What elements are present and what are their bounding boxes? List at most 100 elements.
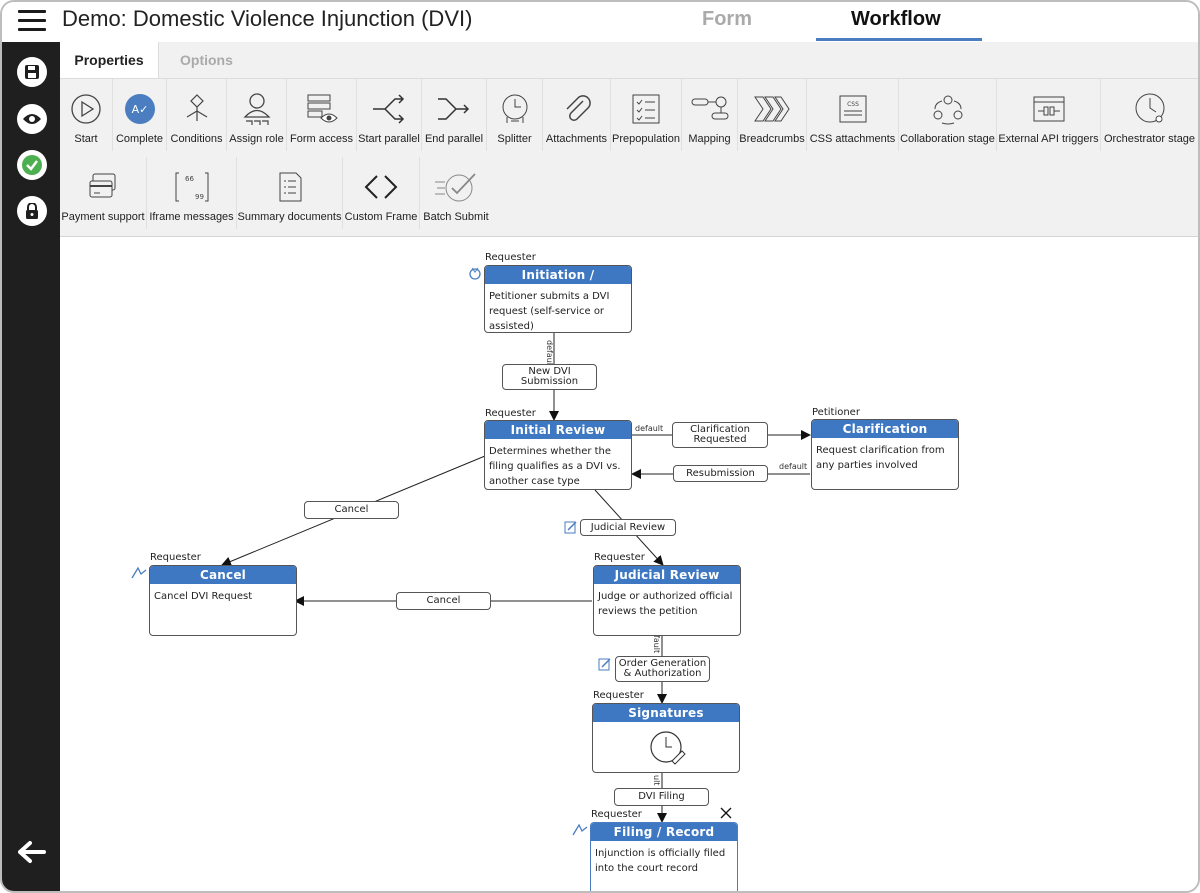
svg-text:66: 66	[185, 175, 194, 183]
tool-mapping[interactable]: Mapping	[682, 79, 738, 151]
panel-tabs: Properties Options	[60, 42, 1198, 79]
tool-complete[interactable]: A✓ Complete	[113, 79, 167, 151]
tool-orchestrator-stage[interactable]: Orchestrator stage	[1101, 79, 1198, 151]
edge-label-dvi-filing[interactable]: DVI Filing	[614, 788, 709, 806]
workflow-node-judicial-review[interactable]: Judicial Review Judge or authorized offi…	[593, 565, 741, 636]
tool-custom-frame[interactable]: Custom Frame	[343, 157, 420, 229]
workflow-node-cancel[interactable]: Cancel Cancel DVI Request	[149, 565, 297, 636]
workflow-node-signatures[interactable]: Signatures	[592, 703, 740, 773]
edge-tag-default: default	[635, 424, 664, 433]
tool-orchestrator-stage-label: Orchestrator stage	[1103, 133, 1196, 145]
orchestrator-icon	[1135, 93, 1164, 123]
edge-label-resubmission[interactable]: Resubmission	[673, 465, 768, 482]
tool-start[interactable]: Start	[60, 79, 113, 151]
node-description: Injunction is officially filed into the …	[595, 848, 726, 874]
close-icon[interactable]	[719, 806, 733, 820]
tool-summary-documents-label: Summary documents	[237, 211, 342, 223]
tool-form-access-label: Form access	[290, 133, 353, 145]
lock-icon[interactable]	[17, 196, 47, 226]
edge-label-clarification-requested[interactable]: Clarification Requested	[672, 422, 768, 448]
tool-conditions-label: Conditions	[170, 133, 223, 145]
tool-splitter-label: Splitter	[497, 133, 532, 145]
tool-external-api-triggers[interactable]: External API triggers	[997, 79, 1101, 151]
tool-assign-role[interactable]: Assign role	[227, 79, 287, 151]
credit-card-icon	[89, 173, 116, 198]
paperclip-icon	[565, 95, 591, 121]
edge-label-new-dvi-submission[interactable]: New DVI Submission	[502, 364, 597, 390]
node-description: Request clarification from any parties i…	[816, 445, 945, 471]
tool-end-parallel[interactable]: End parallel	[422, 79, 487, 151]
code-brackets-icon	[364, 175, 398, 199]
tool-complete-label: Complete	[115, 133, 164, 145]
tab-workflow[interactable]: Workflow	[851, 8, 941, 30]
tool-external-api-triggers-label: External API triggers	[998, 133, 1099, 145]
conditions-icon	[186, 94, 207, 121]
edge-label-order-generation[interactable]: Order Generation & Authorization	[615, 656, 710, 682]
node-description: Determines whether the filing qualifies …	[489, 446, 621, 487]
workflow-node-initial-review[interactable]: Initial Review Determines whether the fi…	[484, 420, 632, 490]
workflow-node-filing[interactable]: Filing / Record Finalization Injunction …	[590, 822, 738, 891]
tool-custom-frame-label: Custom Frame	[344, 211, 418, 223]
edge-label-cancel[interactable]: Cancel	[304, 501, 399, 519]
left-rail	[2, 42, 60, 891]
tool-breadcrumbs-label: Breadcrumbs	[739, 133, 805, 145]
api-icon	[1033, 96, 1064, 122]
eye-icon[interactable]	[17, 104, 47, 134]
check-icon[interactable]	[17, 150, 47, 180]
page-title: Demo: Domestic Violence Injunction (DVI)	[62, 6, 473, 31]
batch-submit-icon	[435, 173, 476, 202]
tab-properties[interactable]: Properties	[60, 42, 159, 78]
workflow-canvas[interactable]: default default default fault ult New DV…	[60, 237, 1198, 891]
tool-attachments[interactable]: Attachments	[543, 79, 611, 151]
back-arrow-icon[interactable]	[18, 840, 46, 864]
tool-start-parallel[interactable]: Start parallel	[357, 79, 422, 151]
checklist-icon	[632, 94, 660, 124]
node-title: Judicial Review	[594, 566, 740, 584]
node-title: Initial Review	[485, 421, 631, 439]
tab-options[interactable]: Options	[180, 52, 233, 68]
start-node-icon	[469, 267, 481, 280]
tool-collaboration-stage[interactable]: Collaboration stage	[899, 79, 997, 151]
tool-iframe-messages-label: Iframe messages	[149, 211, 234, 223]
tool-batch-submit-label: Batch Submit	[423, 211, 489, 223]
save-icon[interactable]	[17, 57, 47, 87]
workflow-node-clarification-requested[interactable]: Clarification Requested Request clarific…	[811, 419, 959, 490]
workflow-node-initiation[interactable]: Initiation / Submission Petitioner submi…	[484, 265, 632, 333]
edge-label-judicial-review[interactable]: Judicial Review	[580, 519, 676, 536]
tool-splitter[interactable]: Splitter	[487, 79, 543, 151]
tool-prepopulation[interactable]: Prepopulation	[611, 79, 682, 151]
menu-icon[interactable]	[18, 10, 46, 32]
end-node-icon	[572, 823, 588, 836]
svg-text:CSS: CSS	[847, 101, 859, 108]
tool-end-parallel-label: End parallel	[424, 133, 484, 145]
tool-summary-documents[interactable]: Summary documents	[237, 157, 343, 229]
tool-form-access[interactable]: Form access	[287, 79, 357, 151]
role-label: Requester	[485, 408, 536, 419]
node-title: Initiation / Submission	[485, 266, 631, 300]
active-tab-indicator	[816, 38, 982, 41]
tool-conditions[interactable]: Conditions	[167, 79, 227, 151]
tool-mapping-label: Mapping	[688, 133, 731, 145]
tool-batch-submit[interactable]: Batch Submit	[420, 157, 492, 229]
edge-tag-default: default	[545, 340, 554, 369]
person-icon	[243, 93, 270, 125]
tab-form[interactable]: Form	[702, 8, 752, 30]
role-label: Requester	[594, 552, 645, 563]
edge-label-cancel[interactable]: Cancel	[396, 592, 491, 610]
tool-payment-support[interactable]: Payment support	[60, 157, 147, 229]
css-file-icon: CSS	[839, 95, 866, 123]
tool-breadcrumbs[interactable]: Breadcrumbs	[738, 79, 807, 151]
signature-clock-icon	[650, 731, 686, 765]
role-label: Requester	[591, 809, 642, 820]
mapping-icon	[691, 96, 728, 120]
node-title: Signatures	[593, 704, 739, 722]
role-label: Requester	[150, 552, 201, 563]
role-label: Requester	[485, 252, 536, 263]
edit-doc-icon	[564, 521, 577, 534]
node-title: Clarification Requested	[812, 420, 958, 454]
role-label: Petitioner	[812, 407, 860, 418]
tool-css-attachments[interactable]: CSS CSS attachments	[807, 79, 899, 151]
